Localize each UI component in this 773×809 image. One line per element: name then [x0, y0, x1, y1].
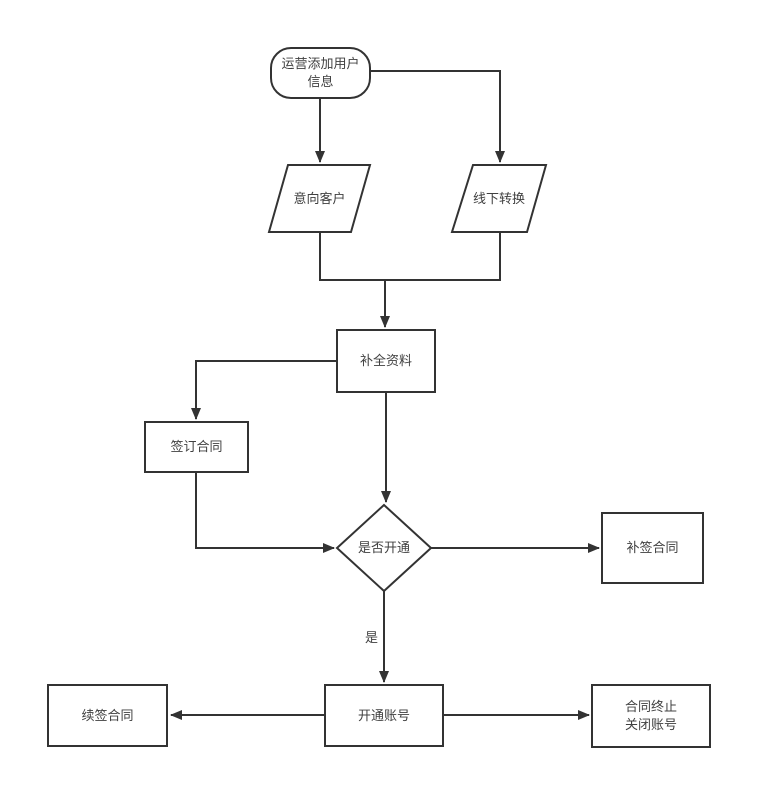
edge-label-yes: 是 — [364, 630, 378, 645]
node-sign-contract-shape — [144, 421, 249, 473]
edge-complete-info-to-sign-contract — [191, 360, 337, 420]
edge-sign-contract-to-decision — [195, 472, 335, 553]
node-open-account-shape — [324, 684, 444, 747]
edge-start-to-offline-conversion — [370, 70, 505, 163]
node-offline-conversion-shape — [450, 164, 548, 233]
node-intent-customer-shape — [267, 164, 372, 233]
node-terminate-close-shape — [591, 684, 711, 748]
node-renew-contract-shape — [47, 684, 168, 747]
node-supplement-contract-shape — [601, 512, 704, 584]
node-is-open-decision-shape — [335, 503, 433, 593]
node-complete-info-shape — [336, 329, 436, 393]
node-start-shape — [270, 47, 371, 99]
